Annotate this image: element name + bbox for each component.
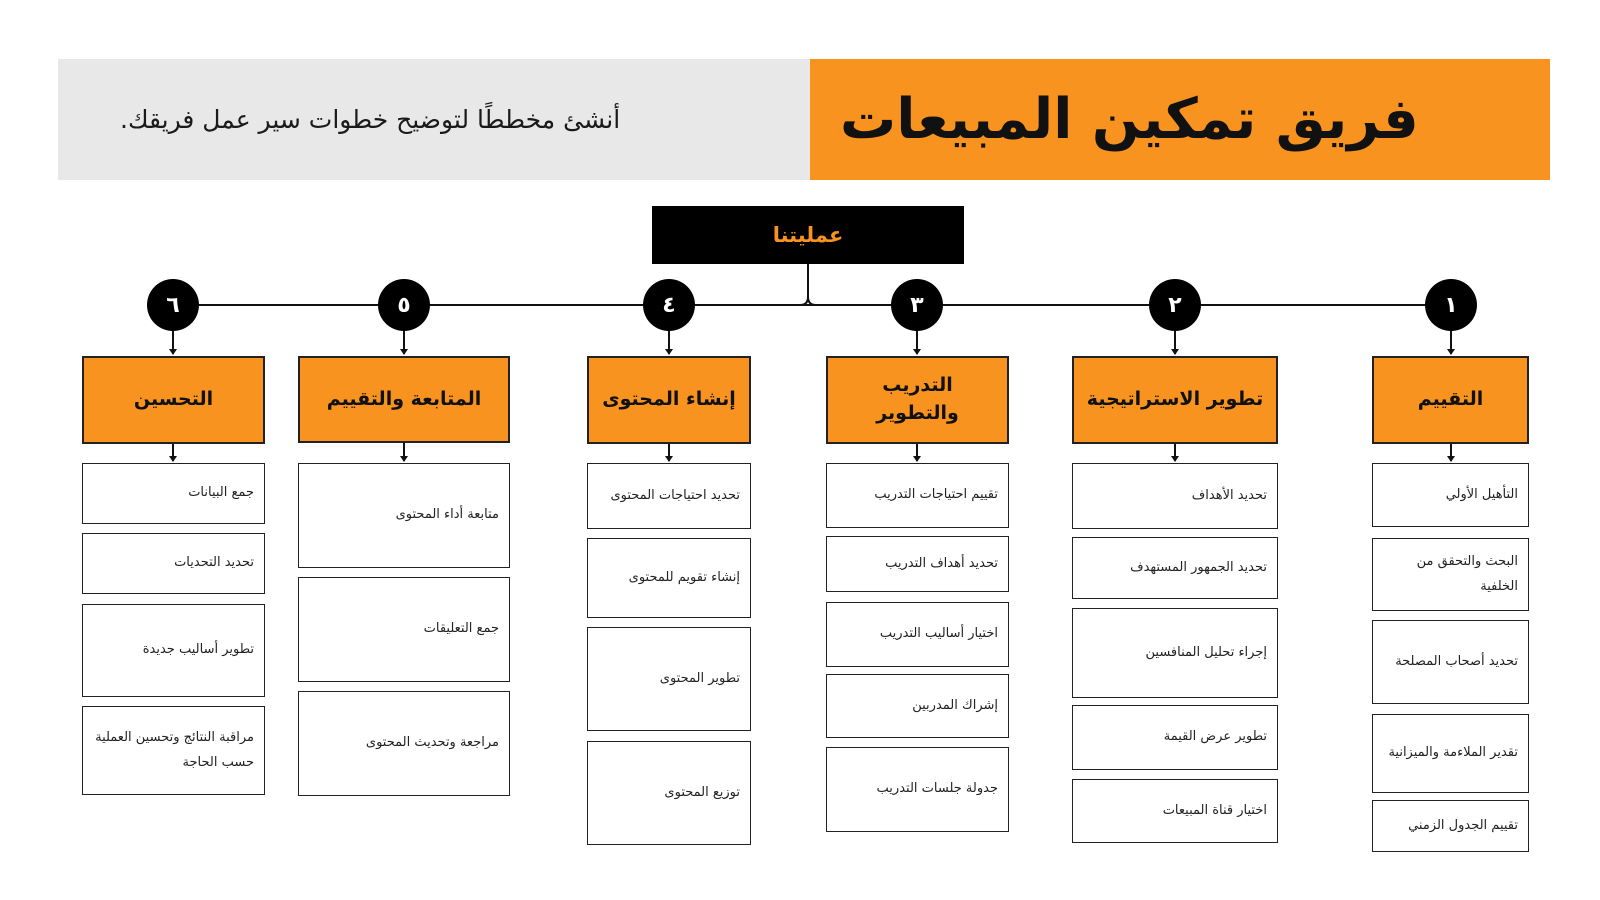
step-1-item: تقييم الجدول الزمني — [1372, 800, 1529, 852]
step-6-arrow — [169, 349, 177, 355]
step-2-item: تحديد الأهداف — [1072, 463, 1278, 529]
step-number-6: ٦ — [147, 279, 199, 331]
step-title-5: المتابعة والتقييم — [298, 356, 510, 443]
step-1-item: البحث والتحقق من الخلفية — [1372, 538, 1529, 611]
step-6-item: تطوير أساليب جديدة — [82, 604, 265, 697]
step-6-item: مراقبة النتائج وتحسين العملية حسب الحاجة — [82, 706, 265, 795]
step-number-4: ٤ — [643, 279, 695, 331]
step-4-arrow — [665, 349, 673, 355]
step-4-item: تطوير المحتوى — [587, 627, 751, 731]
step-5-item: متابعة أداء المحتوى — [298, 463, 510, 568]
step-6-item: تحديد التحديات — [82, 533, 265, 594]
step-5-arrow — [400, 349, 408, 355]
step-3-arrow — [913, 349, 921, 355]
step-number-5: ٥ — [378, 279, 430, 331]
step-1-item: التأهيل الأولي — [1372, 463, 1529, 527]
step-title-4: إنشاء المحتوى — [587, 356, 751, 444]
step-number-1: ١ — [1425, 279, 1477, 331]
root-connector — [799, 264, 817, 306]
step-4-item: إنشاء تقويم للمحتوى — [587, 538, 751, 618]
step-number-2: ٢ — [1149, 279, 1201, 331]
step-title-3: التدريب والتطوير — [826, 356, 1009, 444]
step-number-3: ٣ — [891, 279, 943, 331]
page-title: فريق تمكين المبيعات — [840, 87, 1419, 152]
step-1-item: تحديد أصحاب المصلحة — [1372, 620, 1529, 704]
process-root-box: عمليتنا — [652, 206, 964, 264]
step-1-item: تقدير الملاءمة والميزانية — [1372, 714, 1529, 793]
step-2-item: تحديد الجمهور المستهدف — [1072, 537, 1278, 599]
step-title-1: التقييم — [1372, 356, 1529, 444]
page-subtitle: أنشئ مخططًا لتوضيح خطوات سير عمل فريقك. — [120, 105, 621, 134]
step-title-6: التحسين — [82, 356, 265, 444]
step-4-item: تحديد احتياجات المحتوى — [587, 463, 751, 529]
step-1-arrow — [1447, 349, 1455, 355]
step-3-item: تحديد أهداف التدريب — [826, 536, 1009, 592]
step-2-item: إجراء تحليل المنافسين — [1072, 608, 1278, 698]
header-subtitle-panel — [58, 59, 810, 180]
step-3-item: تقييم احتياجات التدريب — [826, 463, 1009, 528]
step-2-arrow — [1171, 349, 1179, 355]
step-3-item: إشراك المدربين — [826, 674, 1009, 738]
step-2-item: اختيار قناة المبيعات — [1072, 779, 1278, 843]
step-4-items-arrow — [665, 456, 673, 462]
step-title-2: تطوير الاستراتيجية — [1072, 356, 1278, 444]
step-5-items-arrow — [400, 456, 408, 462]
step-4-item: توزيع المحتوى — [587, 741, 751, 845]
step-5-item: جمع التعليقات — [298, 577, 510, 682]
step-3-item: اختيار أساليب التدريب — [826, 602, 1009, 667]
step-6-item: جمع البيانات — [82, 463, 265, 524]
step-2-item: تطوير عرض القيمة — [1072, 705, 1278, 770]
step-3-items-arrow — [913, 456, 921, 462]
step-2-items-arrow — [1171, 456, 1179, 462]
step-1-items-arrow — [1447, 456, 1455, 462]
step-3-item: جدولة جلسات التدريب — [826, 747, 1009, 832]
step-6-items-arrow — [169, 456, 177, 462]
step-5-item: مراجعة وتحديث المحتوى — [298, 691, 510, 796]
header-title-panel — [810, 59, 1550, 180]
